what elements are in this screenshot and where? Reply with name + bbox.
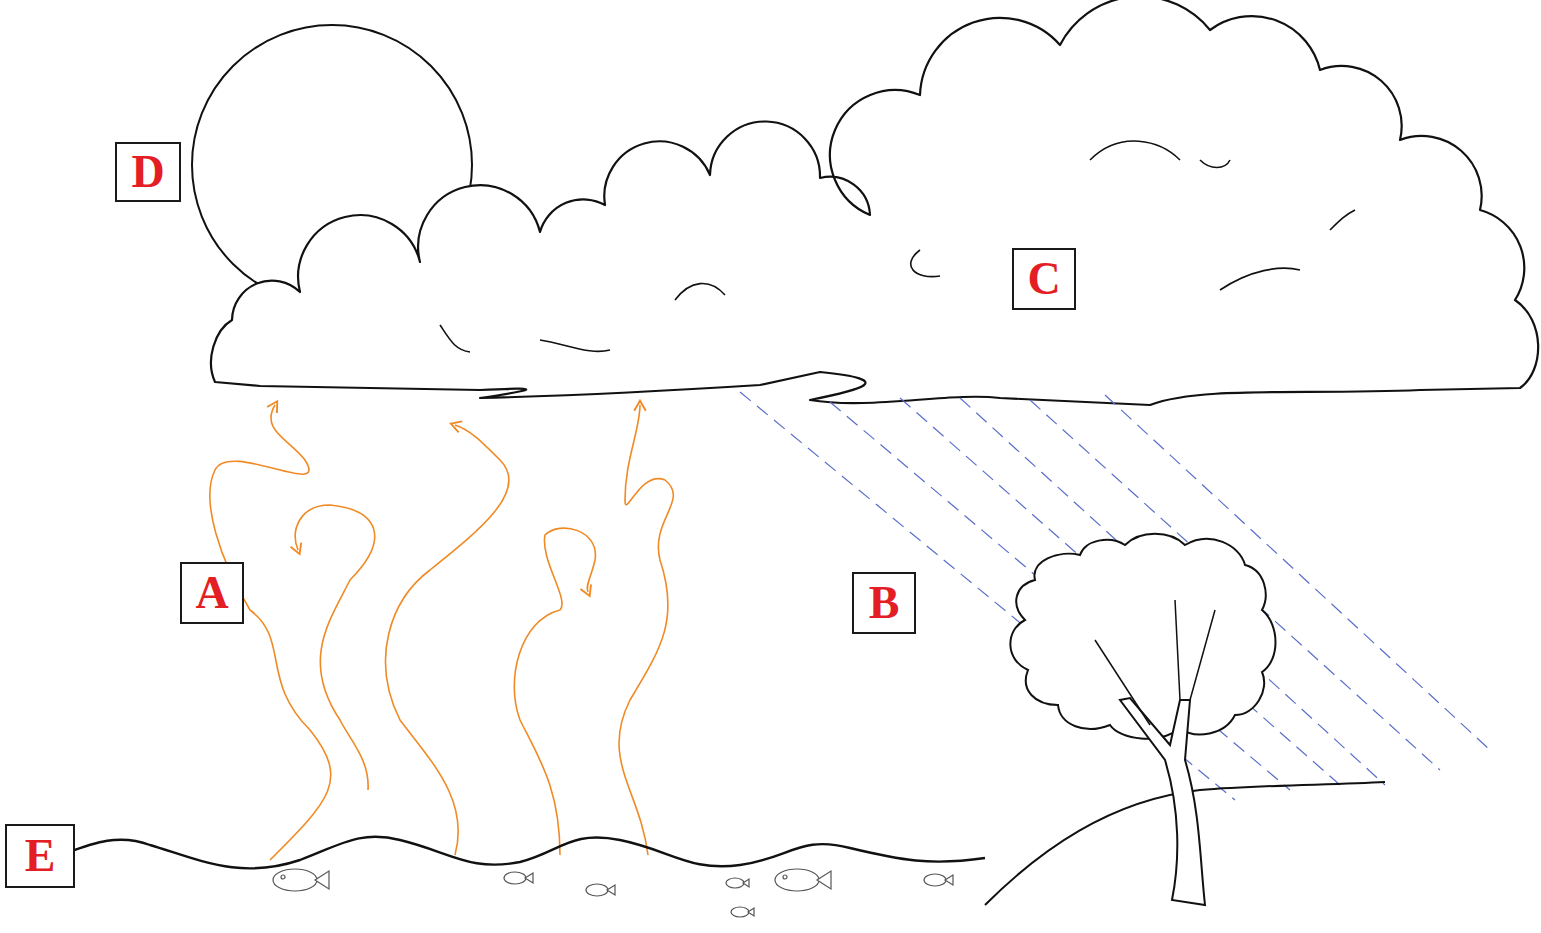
rain-lines xyxy=(740,392,1490,800)
label-box: B xyxy=(852,572,916,634)
callout-letter: D xyxy=(131,149,164,195)
ground-line xyxy=(40,837,985,869)
cloud-details xyxy=(440,141,1355,352)
callout-letter: B xyxy=(869,580,900,626)
label-box: E xyxy=(5,824,75,888)
label-box: C xyxy=(1012,248,1076,310)
evaporation-arrows xyxy=(210,405,673,860)
tree-canopy xyxy=(1010,534,1275,739)
label-box: A xyxy=(180,562,244,624)
callout-letter: C xyxy=(1027,256,1060,302)
tree-branches xyxy=(1095,600,1215,725)
fish xyxy=(273,869,953,917)
cloud xyxy=(211,0,1538,405)
label-box: D xyxy=(115,142,181,202)
callout-letter: E xyxy=(25,833,56,879)
callout-letter: A xyxy=(195,570,228,616)
tree-trunk xyxy=(1120,698,1205,905)
